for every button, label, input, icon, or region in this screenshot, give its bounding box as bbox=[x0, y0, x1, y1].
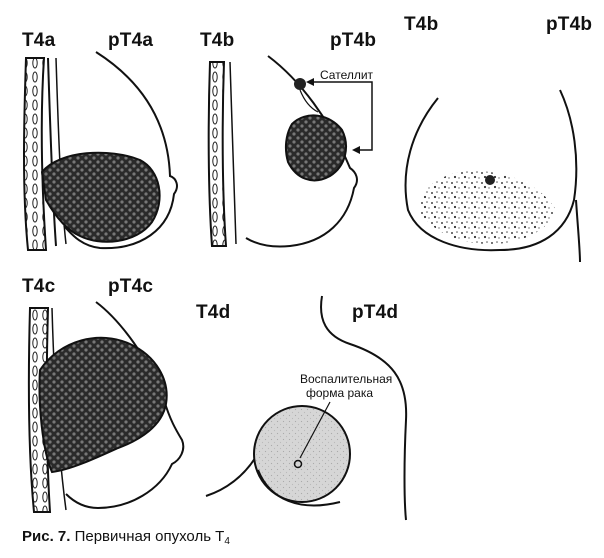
nipple-t4d bbox=[293, 459, 303, 469]
tumor-t4c bbox=[38, 336, 168, 474]
satellite-label: Сателлит bbox=[320, 68, 374, 82]
panel-t4d bbox=[205, 295, 408, 521]
label-pt4b-frontal: pT4b bbox=[546, 14, 593, 35]
label-t4d: T4d bbox=[196, 302, 231, 323]
figure-caption: Рис. 7. Первичная опухоль T4 bbox=[22, 528, 230, 547]
tumor-t4a bbox=[40, 151, 161, 243]
label-t4b-frontal: T4b bbox=[404, 14, 439, 35]
chest-wall-t4b bbox=[207, 61, 228, 247]
panel-t4b-frontal bbox=[404, 89, 581, 263]
tumor-t4b bbox=[284, 114, 347, 182]
nipple-t4b bbox=[485, 175, 495, 185]
satellite-node bbox=[294, 78, 306, 90]
torso-contour-t4d bbox=[320, 295, 408, 521]
caption-fig-number: Рис. 7. bbox=[22, 528, 71, 545]
chest-wall-t4a bbox=[23, 57, 48, 251]
panel-t4c bbox=[27, 301, 185, 513]
breast-contour-t4a bbox=[63, 51, 178, 250]
label-pt4d: pT4d bbox=[352, 302, 399, 323]
breast-frontal-t4b bbox=[404, 89, 578, 252]
satellite-pointer bbox=[308, 81, 373, 151]
annotation-line1-t4d: Воспалительная bbox=[300, 372, 393, 386]
label-pt4b: pT4b bbox=[330, 30, 377, 51]
caption-subscript: 4 bbox=[224, 536, 230, 547]
skin-involvement-t4b bbox=[420, 171, 556, 244]
caption-text: Первичная опухоль T bbox=[74, 528, 225, 545]
panel-t4b bbox=[207, 55, 373, 248]
annotation-line2-t4d: форма рака bbox=[306, 386, 374, 400]
annotation-pointer-t4d bbox=[299, 401, 331, 459]
label-t4a: T4a bbox=[22, 30, 56, 51]
label-pt4a: pT4a bbox=[108, 30, 154, 51]
panel-t4a bbox=[23, 51, 178, 251]
label-t4b: T4b bbox=[200, 30, 235, 51]
label-pt4c: pT4c bbox=[108, 276, 154, 297]
breast-contour-t4b bbox=[245, 55, 358, 248]
label-t4c: T4c bbox=[22, 276, 56, 297]
